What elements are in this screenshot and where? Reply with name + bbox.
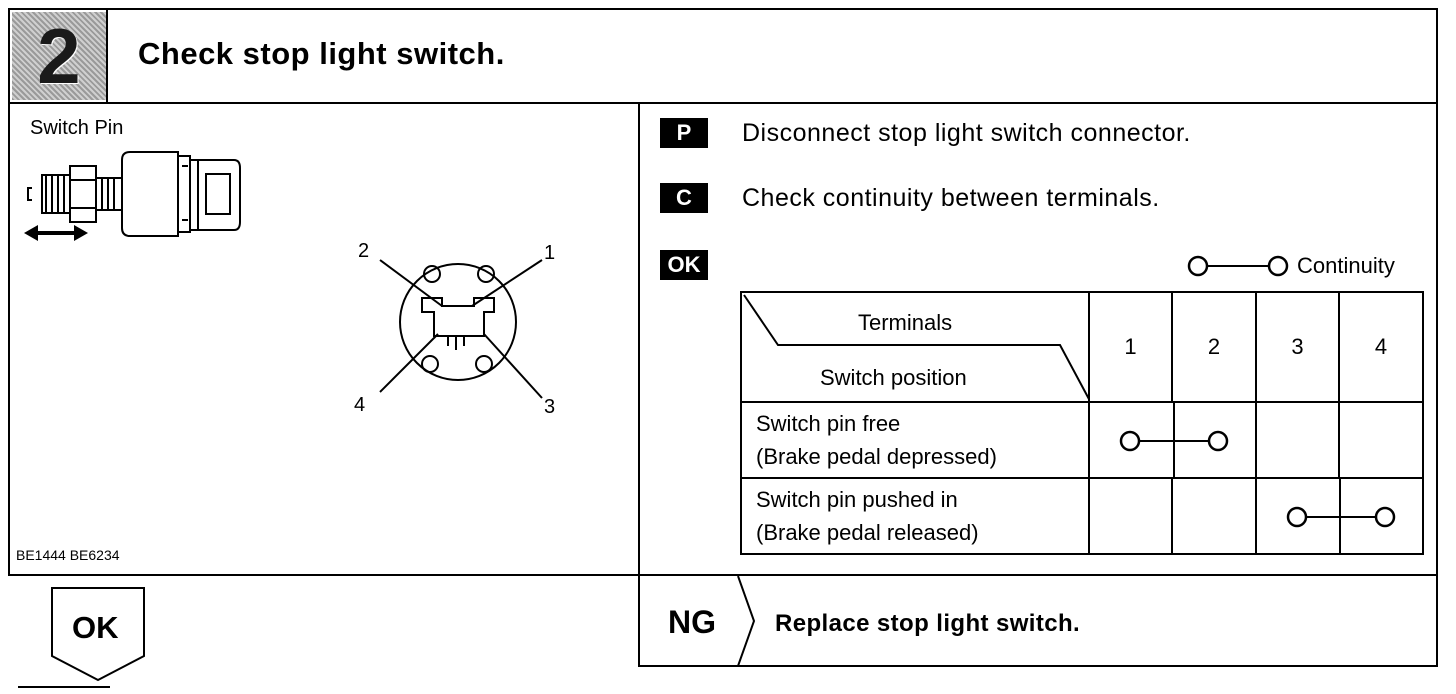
step-number-box: 2 <box>12 12 106 100</box>
table-row: Switch pin pushed in (Brake pedal releas… <box>740 477 1424 555</box>
figure-code: BE1444 BE6234 <box>16 547 120 563</box>
connector-face-diagram <box>379 259 543 399</box>
switch-pin-label: Switch Pin <box>30 117 124 139</box>
diagonal-divider <box>743 294 1090 402</box>
legend-continuity: Continuity <box>1297 253 1395 278</box>
continuity-symbol-icon <box>1187 255 1289 277</box>
empty-cell <box>1171 477 1257 555</box>
terminal-label-4: 4 <box>354 394 366 416</box>
step-number: 2 <box>37 12 81 100</box>
continuity-cell-3-4 <box>1255 477 1424 555</box>
instruction-disconnect: Disconnect stop light switch connector. <box>742 119 1191 147</box>
ng-label: NG <box>668 604 716 640</box>
continuity-table: Terminals Switch position 1 2 3 4 Switch… <box>740 291 1424 555</box>
header-diagonal-cell: Terminals Switch position <box>740 291 1090 403</box>
body-frame <box>8 102 1438 576</box>
column-header-2: 2 <box>1171 291 1257 403</box>
empty-cell <box>1255 401 1340 479</box>
ng-frame-bottom <box>638 665 1438 667</box>
column-header-1: 1 <box>1088 291 1173 403</box>
row-label-line1: Switch pin free <box>756 411 901 436</box>
column-divider <box>638 102 640 667</box>
continuity-connector-icon <box>1286 506 1396 528</box>
procedure-badge-p: P <box>660 118 708 148</box>
ng-action-text: Replace stop light switch. <box>775 610 1081 637</box>
switch-illustration <box>24 151 241 241</box>
header-switch-position: Switch position <box>820 365 967 390</box>
empty-cell <box>1088 477 1173 555</box>
instruction-check: Check continuity between terminals. <box>742 184 1160 212</box>
terminal-label-1: 1 <box>544 242 556 264</box>
row-label-line1: Switch pin pushed in <box>756 487 958 512</box>
row-label-pin-free: Switch pin free (Brake pedal depressed) <box>740 401 1090 479</box>
ok-result-label: OK <box>72 610 119 645</box>
ng-chevron-icon <box>737 576 756 666</box>
page-title: Check stop light switch. <box>138 36 505 71</box>
continuity-cell-1-2 <box>1088 401 1257 479</box>
column-header-3: 3 <box>1255 291 1340 403</box>
row-label-line2: (Brake pedal depressed) <box>756 444 997 469</box>
terminal-label-2: 2 <box>358 240 370 262</box>
table-header-row: Terminals Switch position 1 2 3 4 <box>740 291 1424 403</box>
row-label-pin-pushed: Switch pin pushed in (Brake pedal releas… <box>740 477 1090 555</box>
table-row: Switch pin free (Brake pedal depressed) <box>740 401 1424 479</box>
terminal-label-3: 3 <box>544 396 556 418</box>
procedure-badge-c: C <box>660 183 708 213</box>
row-label-line2: (Brake pedal released) <box>756 520 979 545</box>
ok-result-arrow <box>51 587 145 682</box>
continuity-connector-icon <box>1119 430 1229 452</box>
empty-cell <box>1338 401 1424 479</box>
header-terminals: Terminals <box>858 310 953 335</box>
bottom-rule <box>18 686 110 688</box>
ng-frame-right <box>1436 574 1438 667</box>
step-box-divider <box>106 8 108 104</box>
column-header-4: 4 <box>1338 291 1424 403</box>
ok-badge: OK <box>660 250 708 280</box>
